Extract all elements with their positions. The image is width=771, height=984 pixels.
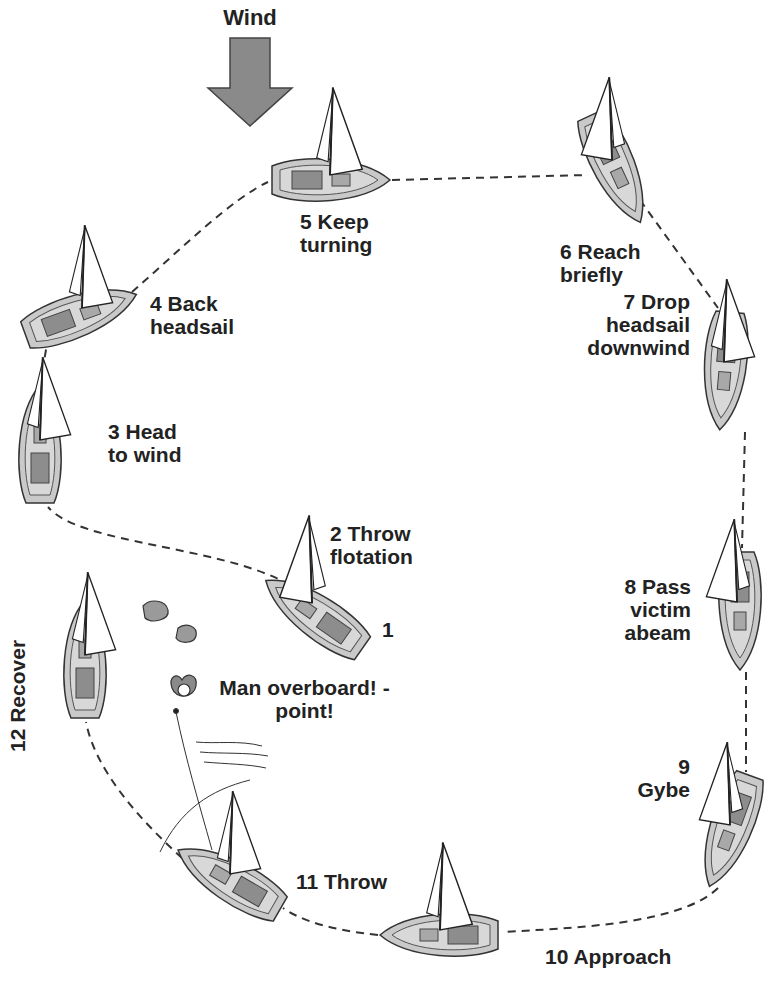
victim xyxy=(171,675,196,696)
boat-5 xyxy=(272,88,390,202)
step-label: 3 Head to wind xyxy=(108,420,198,466)
boat-10 xyxy=(380,843,498,957)
wind-arrow xyxy=(208,38,292,126)
step-label: 7 Drop headsail downwind xyxy=(575,290,690,359)
boat-7 xyxy=(699,279,755,431)
boat-3 xyxy=(19,357,71,503)
boat-8 xyxy=(706,519,761,670)
step-label: 10 Approach xyxy=(545,945,695,968)
track-line xyxy=(40,175,746,935)
callout-number: 1 xyxy=(382,618,406,641)
alert-label: Man overboard! - point! xyxy=(212,676,397,722)
step-label: 6 Reach briefly xyxy=(560,240,650,286)
boat-6 xyxy=(571,77,659,231)
wind-label: Wind xyxy=(205,6,295,30)
boat-12 xyxy=(64,572,116,718)
boat-4 xyxy=(18,225,143,355)
boat-9 xyxy=(690,742,770,893)
step-label: 9 Gybe xyxy=(626,755,690,801)
step-label: 11 Throw xyxy=(296,870,406,893)
throw-line xyxy=(160,709,268,853)
step-label: 8 Pass victim abeam xyxy=(603,575,691,644)
step-label: 12 Recover xyxy=(6,640,29,752)
step-label: 5 Keep turning xyxy=(300,210,410,256)
step-label: 4 Back headsail xyxy=(150,292,255,338)
step-label: 2 Throw flotation xyxy=(330,522,435,568)
flotation xyxy=(143,601,196,642)
boat-11 xyxy=(167,791,290,927)
